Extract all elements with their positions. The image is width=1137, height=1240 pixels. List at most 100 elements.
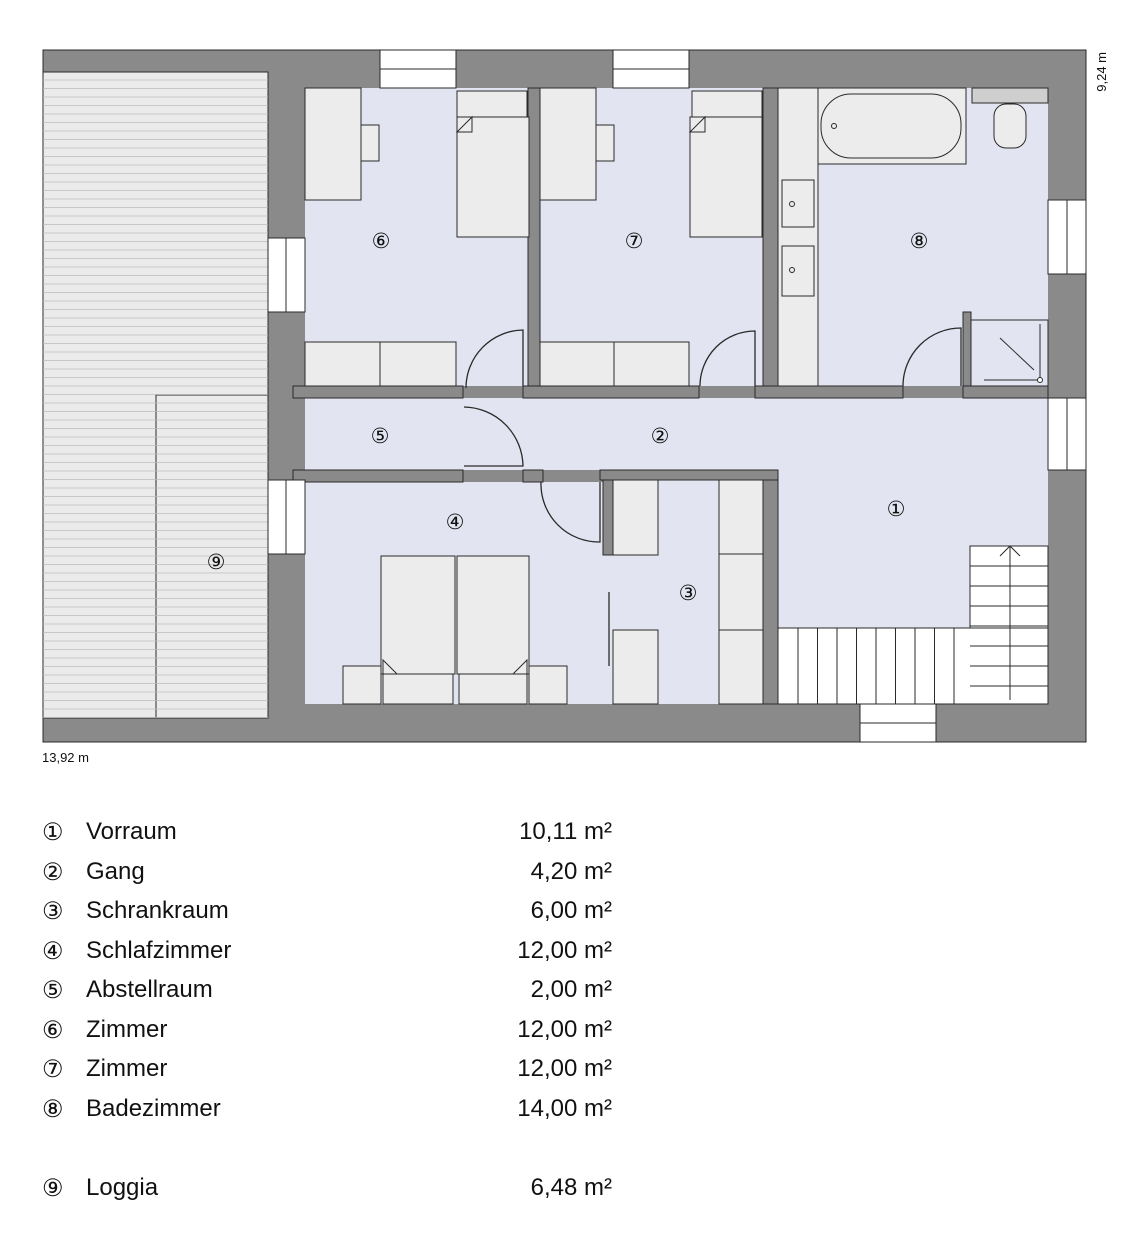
- floor-plan: ① ② ③ ④ ⑤ ⑥ ⑦ ⑧ ⑨: [42, 49, 1087, 743]
- inner-walls: [292, 87, 1049, 705]
- legend-room-name: Zimmer: [86, 1055, 168, 1082]
- toilet-cistern: [971, 87, 1049, 104]
- legend-room-name: Zimmer: [86, 1015, 168, 1043]
- loggia-planks: [43, 79, 268, 718]
- legend-row: ⑤ Abstellraum 2,00 m²: [42, 976, 612, 1016]
- bathtub-inner: [820, 93, 962, 159]
- dimension-width: 13,92 m: [42, 750, 89, 765]
- double-bed-right: [456, 555, 530, 675]
- door-room-4: [540, 481, 601, 543]
- desk: [304, 87, 362, 201]
- legend-number: ②: [42, 858, 64, 886]
- bed: [456, 116, 530, 238]
- basin-1: [781, 179, 815, 228]
- legend-room-name: Schlafzimmer: [86, 936, 232, 964]
- windows: [267, 49, 1087, 743]
- legend-room-name: Badezimmer: [86, 1094, 221, 1122]
- legend-number: ⑥: [42, 1016, 64, 1044]
- door-room-6: [465, 329, 524, 389]
- vanity-counter: [777, 87, 819, 387]
- legend-room-area: 12,00 m²: [517, 1015, 612, 1043]
- legend-room-name: Gang: [86, 857, 145, 885]
- wardrobe-right: [613, 341, 690, 387]
- room-label-4: ④: [446, 510, 465, 534]
- room-label-7: ⑦: [625, 229, 644, 253]
- room-3-furniture: [612, 479, 764, 705]
- wardrobe-right: [379, 341, 457, 387]
- wardrobe-3: [718, 629, 764, 705]
- wardrobe-left: [539, 341, 615, 387]
- cabinet-top: [612, 479, 659, 556]
- legend-number: ③: [42, 898, 64, 925]
- bed-footboard-right: [458, 673, 528, 705]
- legend-number: ⑤: [42, 977, 64, 1004]
- shower-tray: [970, 319, 1049, 387]
- legend-room-area: 6,00 m²: [530, 897, 612, 924]
- legend-room-name: Loggia: [86, 1174, 159, 1201]
- chair: [595, 124, 615, 162]
- legend-row: ⑨ Loggia 6,48 m²: [42, 1174, 612, 1214]
- doors: [463, 327, 962, 666]
- room-1-floor-upper: [763, 398, 1048, 478]
- legend-number: ④: [42, 937, 64, 965]
- bed-pillow: [455, 115, 473, 133]
- legend-row: ⑦ Zimmer 12,00 m²: [42, 1055, 612, 1095]
- dimension-height: 9,24 m: [1094, 52, 1109, 92]
- room-label-2: ②: [651, 424, 670, 448]
- room-label-3: ③: [679, 581, 698, 605]
- legend-room-name: Abstellraum: [86, 976, 213, 1003]
- legend-row: ③ Schrankraum 6,00 m²: [42, 897, 612, 937]
- bed-pillow: [688, 115, 706, 133]
- legend-row: ⑥ Zimmer 12,00 m²: [42, 1016, 612, 1056]
- room-4-furniture: [342, 555, 568, 705]
- room-8-furniture: [777, 87, 1049, 387]
- bed-headboard: [691, 90, 763, 118]
- legend-room-area: 12,00 m²: [517, 936, 612, 964]
- room-label-9: ⑨: [207, 550, 226, 574]
- legend-room-area: 14,00 m²: [517, 1094, 612, 1122]
- legend-row: ⑧ Badezimmer 14,00 m²: [42, 1095, 612, 1135]
- room-label-8: ⑧: [910, 229, 929, 253]
- room-label-5: ⑤: [371, 424, 390, 448]
- door-room-7: [699, 330, 756, 387]
- wardrobe-1: [718, 479, 764, 555]
- wardrobe-2: [718, 553, 764, 631]
- legend-room-name: Schrankraum: [86, 897, 229, 924]
- chair: [360, 124, 380, 162]
- bed-headboard: [456, 90, 528, 118]
- loggia-deck: [42, 71, 269, 719]
- door-room-8: [902, 327, 962, 387]
- legend-room-area: 4,20 m²: [530, 857, 612, 885]
- legend-room-area: 10,11 m²: [519, 818, 612, 845]
- legend-row: ① Vorraum 10,11 m²: [42, 818, 612, 858]
- room-5-floor: [305, 398, 457, 470]
- bed-footboard-left: [382, 673, 454, 705]
- room-labels: ① ② ③ ④ ⑤ ⑥ ⑦ ⑧ ⑨: [207, 229, 929, 605]
- room-label-6: ⑥: [372, 229, 391, 253]
- nightstand-left: [342, 665, 382, 705]
- legend-number: ⑦: [42, 1056, 64, 1083]
- legend-number: ⑨: [42, 1175, 64, 1202]
- legend-row: ② Gang 4,20 m²: [42, 858, 612, 898]
- legend-room-area: 2,00 m²: [530, 976, 612, 1003]
- cabinet-bottom: [612, 629, 659, 705]
- legend-row: ④ Schlafzimmer 12,00 m²: [42, 937, 612, 977]
- toilet: [993, 103, 1027, 149]
- desk: [539, 87, 597, 201]
- legend-room-name: Vorraum: [86, 818, 177, 845]
- legend-number: ①: [42, 819, 64, 846]
- nightstand-right: [528, 665, 568, 705]
- legend-room-area: 12,00 m²: [517, 1055, 612, 1082]
- door-room-5: [463, 406, 524, 467]
- legend-number: ⑧: [42, 1095, 64, 1123]
- room-7-furniture: [539, 87, 763, 387]
- room-legend: ① Vorraum 10,11 m² ② Gang 4,20 m² ③ Schr…: [42, 818, 612, 1214]
- legend-room-area: 6,48 m²: [530, 1174, 612, 1201]
- basin-2: [781, 245, 815, 297]
- bed: [689, 116, 763, 238]
- room-6-furniture: [304, 87, 530, 387]
- wardrobe-left: [304, 341, 381, 387]
- room-label-1: ①: [887, 497, 906, 521]
- double-bed-left: [380, 555, 456, 675]
- staircase: [777, 545, 1049, 705]
